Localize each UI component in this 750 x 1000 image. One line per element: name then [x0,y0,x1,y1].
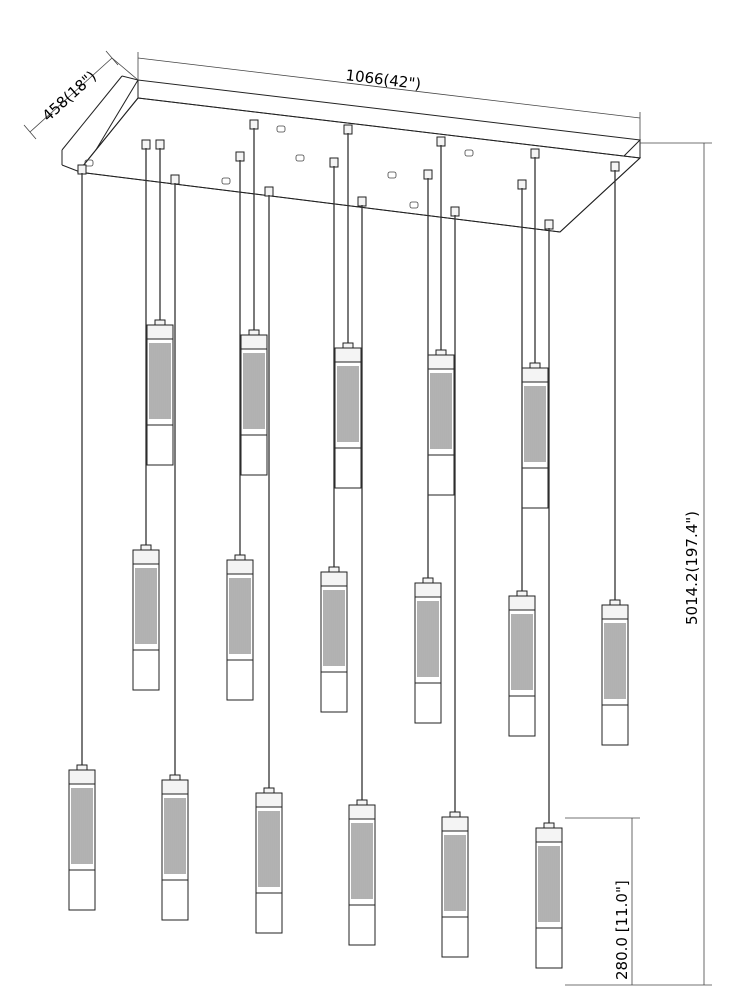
pendant-glass [535,927,563,969]
height-label: 5014.2(197.4") [683,511,701,625]
pendant-cap [146,324,174,340]
pendant-cap [255,792,283,808]
pendant-6 [132,139,160,691]
pendant-cap [68,769,96,785]
pendant-collar [263,787,275,794]
pendant-glass [255,892,283,934]
mounting-holes [84,125,474,209]
pendant-glass [508,695,536,737]
pendant-collar [342,342,354,349]
pendant-collar [449,811,461,818]
pendant-collar [529,362,541,369]
pendant-collar [435,349,447,356]
canopy-plate [61,75,642,233]
cord-mount [141,139,151,150]
pendant-glass [226,659,254,701]
pendant-glass [601,704,629,746]
cord-mount [77,164,87,175]
pendant-glass [521,467,549,509]
cord-mount [544,219,554,230]
pendant-collar [248,329,260,336]
pendant-collar [169,774,181,781]
cord-mount [517,179,527,190]
pendant-length-label: 280.0 [11.0"] [613,880,631,980]
cord-mount [235,151,245,162]
pendant-4 [427,136,455,496]
width-label: 1066(42") [345,66,423,93]
cord-mount [450,206,460,217]
pendant-8 [320,157,348,713]
cord-mount [249,119,259,130]
pendant-collar [328,566,340,573]
pendant-collar [543,822,555,829]
pendant-cap [521,367,549,383]
cord-mount [436,136,446,147]
pendant-glass [68,869,96,911]
pendant-cap [441,816,469,832]
pendant-15 [348,196,376,946]
height-dimension: 5014.2(197.4") [565,142,712,986]
pendant-glass [132,649,160,691]
cord-mount [264,186,274,197]
pendant-cap [334,347,362,363]
pendant-cap [226,559,254,575]
pendant-cap [161,779,189,795]
pendant-glass [161,879,189,921]
pendant-collar [356,799,368,806]
pendant-glass [334,447,362,489]
pendant-glass [427,454,455,496]
pendant-7 [226,151,254,701]
pendant-collar [76,764,88,771]
cord-mount [343,124,353,135]
pendant-17 [535,219,563,969]
pendant-glass [320,671,348,713]
pendant-collar [234,554,246,561]
pendant-glass [414,682,442,724]
cord-mount [170,174,180,185]
pendant-cap [508,595,536,611]
pendant-9 [414,169,442,724]
pendant-cap [348,804,376,820]
pendant-glass [441,916,469,958]
pendant-3 [334,124,362,489]
cord-mount [423,169,433,180]
pendant-10 [508,179,536,737]
pendant-14 [255,186,283,934]
pendant-length-dimension: 280.0 [11.0"] [565,817,640,985]
pendant-11 [601,161,629,746]
pendant-collar [154,319,166,326]
pendant-collar [609,599,621,606]
pendant-glass [348,904,376,946]
pendant-glass [146,424,174,466]
cord-mount [155,139,165,150]
pendant-cap [320,571,348,587]
depth-label: 458(18") [39,67,100,125]
pendant-cap [427,354,455,370]
pendant-cap [132,549,160,565]
cord-mount [610,161,620,172]
cord-mount [530,148,540,159]
pendant-16 [441,206,469,958]
pendant-12 [68,164,96,911]
pendant-collar [422,577,434,584]
pendants-group [68,119,629,969]
pendant-cap [601,604,629,620]
pendant-cap [414,582,442,598]
pendant-cap [240,334,268,350]
pendant-cap [535,827,563,843]
pendant-collar [140,544,152,551]
pendant-2 [240,119,268,476]
pendant-5 [521,148,549,509]
pendant-1 [146,139,174,466]
pendant-13 [161,174,189,921]
cord-mount [357,196,367,207]
pendant-collar [516,590,528,597]
pendant-glass [240,434,268,476]
cord-mount [329,157,339,168]
